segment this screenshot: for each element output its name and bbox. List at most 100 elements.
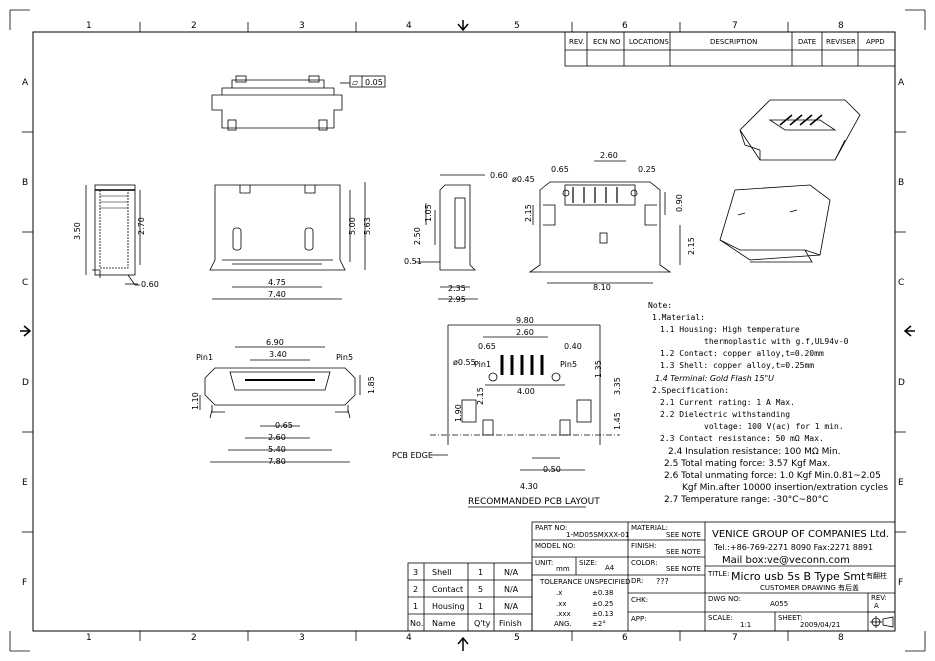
- isometric-view-bottom: [719, 184, 831, 263]
- bom-cell: 3: [413, 568, 418, 577]
- dim-label: 3.50: [73, 222, 82, 240]
- isometric-view-top: [739, 99, 861, 161]
- dim-label: 0.65: [275, 421, 293, 430]
- bom-cell: 5: [478, 585, 483, 594]
- dim-label: 0.60: [141, 280, 159, 289]
- material-label: MATERIAL:: [631, 524, 668, 532]
- col-label: 4: [406, 21, 412, 31]
- dim-label: 2.60: [516, 328, 534, 337]
- scale-label: SCALE:: [708, 614, 733, 622]
- dim-label: 8.10: [593, 283, 611, 292]
- dim-label: 0.65: [478, 342, 496, 351]
- appd-header: APPD: [866, 38, 885, 46]
- col-label: 3: [299, 633, 305, 643]
- row-label: F: [898, 578, 903, 588]
- note-line: Note:: [648, 301, 672, 310]
- dim-label: 0.25: [638, 165, 656, 174]
- dim-label: 5.00: [348, 217, 357, 235]
- row-label: D: [22, 378, 29, 388]
- dim-label: 4.75: [268, 278, 286, 287]
- dim-label: 0.90: [675, 194, 684, 212]
- bom-header: No.: [410, 619, 423, 628]
- color-value: SEE NOTE: [666, 565, 701, 573]
- bom-cell: Shell: [432, 568, 452, 577]
- column-labels-bottom: 1 2 3 4 5 6 7 8: [86, 633, 844, 643]
- note-line: thermoplastic with g.f,UL94v-0: [704, 337, 849, 346]
- part-no-value: 1-MD05SMXXX-01: [566, 531, 629, 539]
- tol-value: ±2°: [592, 620, 606, 628]
- note-line: 2.2 Dielectric withstanding: [660, 410, 790, 419]
- col-label: 1: [86, 21, 92, 31]
- unit-label: UNIT:: [535, 559, 553, 567]
- note-line: 1.4 Terminal: Gold Flash 15"U: [655, 374, 774, 383]
- rev-label: REV:: [871, 594, 887, 602]
- dim-label: 7.40: [268, 290, 286, 299]
- pcb-layout: 9.80 2.60 0.65 0.40 ø0.55 Pin1 Pin5 4.00…: [392, 316, 622, 508]
- col-label: 2: [191, 633, 197, 643]
- col-label: 1: [86, 633, 92, 643]
- col-label: 2: [191, 21, 197, 31]
- bom-cell: N/A: [504, 568, 519, 577]
- note-line: Kgf Min.after 10000 insertion/extration …: [682, 483, 888, 493]
- pin5-label: Pin5: [560, 360, 577, 369]
- dim-label: 2.70: [137, 217, 146, 235]
- tol-value: ±0.25: [592, 600, 613, 608]
- pin1-label: Pin1: [196, 353, 213, 362]
- rev-value: A: [874, 602, 879, 610]
- row-label: F: [22, 578, 27, 588]
- side-view-left: 2.70 3.50 0.60: [73, 184, 159, 289]
- tolerance-label: TOLERANCE UNSPECIFIED: [539, 578, 631, 586]
- top-view: ▱ 0.05: [211, 75, 386, 131]
- dim-label: 6.90: [266, 338, 284, 347]
- tol-key: .x: [556, 589, 562, 597]
- col-label: 6: [622, 633, 628, 643]
- dim-label: 0.65: [551, 165, 569, 174]
- material-value: SEE NOTE: [666, 531, 701, 539]
- bom-header: Finish: [499, 619, 522, 628]
- dim-label: 2.15: [476, 387, 485, 405]
- note-line: 1.2 Contact: copper alloy,t=0.20mm: [660, 349, 824, 358]
- dim-label: 4.30: [520, 482, 538, 491]
- bom-cell: Housing: [432, 602, 465, 611]
- dim-label: 2.50: [413, 227, 422, 245]
- ecn-header: ECN NO: [593, 38, 621, 46]
- row-label: D: [898, 378, 905, 388]
- flatness-symbol: ▱: [352, 78, 359, 87]
- dim-label: 2.35: [448, 284, 466, 293]
- bom-table: 3 Shell 1 N/A 2 Contact 5 N/A 1 Housing …: [407, 562, 533, 632]
- col-label: 8: [838, 21, 844, 31]
- note-line: 2.7 Temperature range: -30°C~80°C: [664, 495, 828, 505]
- col-label: 5: [514, 633, 520, 643]
- dim-label: 2.95: [448, 295, 466, 304]
- dim-label: 1.10: [191, 392, 200, 410]
- company-tel: Tel.:+86-769-2271 8090 Fax:2271 8891: [713, 543, 873, 552]
- dim-label: 0.50: [543, 465, 561, 474]
- scale-value: 1:1: [740, 621, 751, 629]
- bom-header: Name: [432, 619, 456, 628]
- bom-cell: 1: [413, 602, 418, 611]
- row-label: E: [22, 478, 28, 488]
- pin5-label: Pin5: [336, 353, 353, 362]
- locations-header: LOCATIONS: [629, 38, 669, 46]
- note-line: 2.4 Insulation resistance: 100 MΩ Min.: [668, 447, 840, 457]
- dim-label: 5.40: [268, 445, 286, 454]
- reviser-header: REVISER: [826, 38, 856, 46]
- date-header: DATE: [798, 38, 816, 46]
- finish-value: SEE NOTE: [666, 548, 701, 556]
- drawing-title: Micro usb 5s B Type Smt: [731, 570, 866, 583]
- dim-label: 1.90: [454, 404, 463, 422]
- row-label: A: [22, 78, 29, 88]
- bom-cell: 2: [413, 585, 418, 594]
- note-line: 2.Specification:: [652, 386, 729, 395]
- bom-cell: 1: [478, 568, 483, 577]
- dim-label: 1.05: [424, 204, 433, 222]
- row-label: E: [898, 478, 904, 488]
- note-line: voltage: 100 V(ac) for 1 min.: [704, 422, 844, 431]
- title-block: PART NO: 1-MD05SMXXX-01 MODEL NO: UNIT: …: [531, 521, 896, 632]
- dim-label: 0.40: [564, 342, 582, 351]
- tol-value: ±0.38: [592, 589, 613, 597]
- dim-label: 2.15: [524, 204, 533, 222]
- dim-label: 3.40: [269, 350, 287, 359]
- notes: Note: 1.Material: 1.1 Housing: High temp…: [648, 301, 888, 505]
